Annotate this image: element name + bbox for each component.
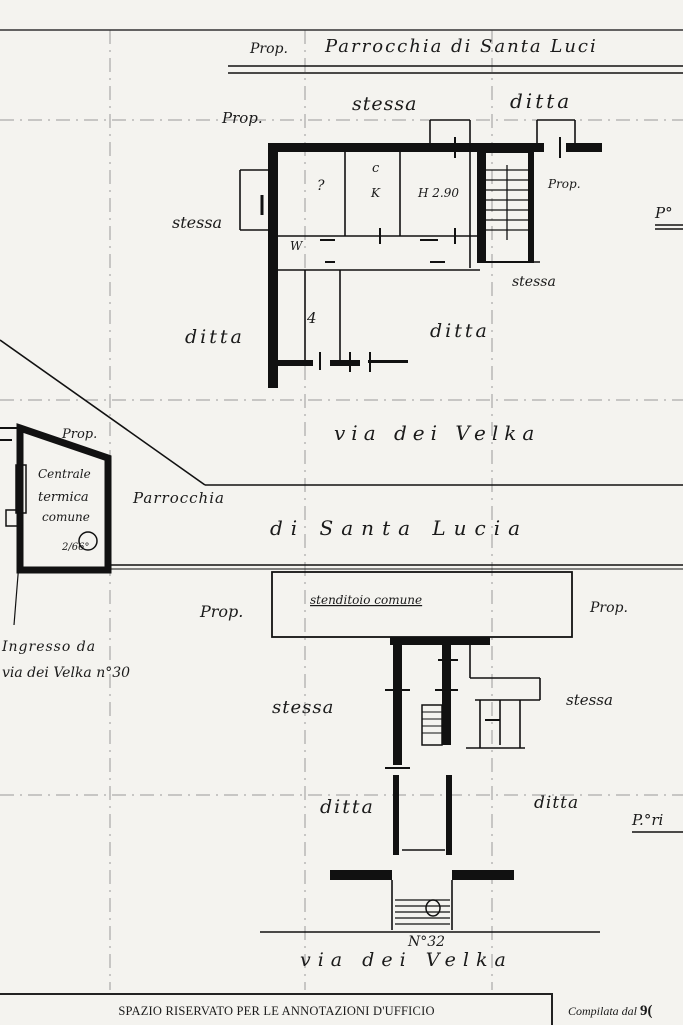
thermal-line3: comune [42,510,90,524]
north-prop-label: Prop. [221,109,263,127]
room-label-1: ? [317,178,325,194]
lower-west-same: stessa [272,697,334,718]
lower-west-ditta: ditta [320,796,375,818]
room-label-5: W [290,239,304,253]
compiled-label: Compilata dal [568,1004,638,1018]
office-annotations-title: SPAZIO RISERVATO PER LE ANNOTAZIONI D'UF… [118,1004,435,1018]
west-same-label: stessa [172,213,222,232]
common-area-label: stenditoio comune [310,593,422,607]
thermal-fraction: 2/66° [61,542,89,553]
lower-floor-tag: P.°ri [631,811,663,829]
stair-same-label: stessa [512,274,556,290]
upper-apartment-plan [239,119,602,388]
lower-right-prop: Prop. [589,600,628,616]
header-prop-label: Prop. [249,41,288,57]
entrance-pointer [13,524,23,626]
lower-ground-plan [260,571,600,933]
entrance-line2: via dei Velka n°30 [2,665,130,681]
thermal-room [0,423,112,574]
band-center-label: di Santa Lucia [270,516,528,540]
floor-plan: Prop. Parrocchia di Santa Luci [0,29,683,990]
room-label-2: c [372,161,380,176]
thermal-prop-label: Prop. [61,427,97,442]
compiled-value: 9( [640,1003,653,1019]
band-left-label: Parrocchia [132,489,225,507]
lower-east-ditta: ditta [534,793,579,813]
south-ditta-label: ditta [430,320,490,342]
header-owner-label: Parrocchia di Santa Luci [324,36,598,57]
thermal-line2: termica [38,490,89,505]
lower-left-prop: Prop. [199,602,243,621]
office-annotations-box [0,993,553,1025]
entrance-line1: Ingresso da [1,639,96,655]
lower-street-label: via dei Velka [300,949,513,971]
construction-grid [0,30,683,990]
diagonal-boundary [0,339,206,486]
upper-street-label: via dei Velka [334,421,540,445]
thermal-line1: Centrale [38,467,91,481]
west-ditta-label: ditta [185,326,245,348]
north-same-label: stessa [352,93,417,115]
compiled-by: Compilata dal 9( [568,1003,683,1020]
room-label-3: K [370,186,381,200]
room-label-6: 4 [306,309,317,327]
room-label-4: H 2.90 [417,186,459,200]
street-number: N°32 [407,934,445,950]
north-ditta-label: ditta [510,89,572,113]
stair-prop-label: Prop. [547,177,581,191]
upper-floor-tag: P° [654,204,673,222]
lower-east-same: stessa [566,691,613,709]
